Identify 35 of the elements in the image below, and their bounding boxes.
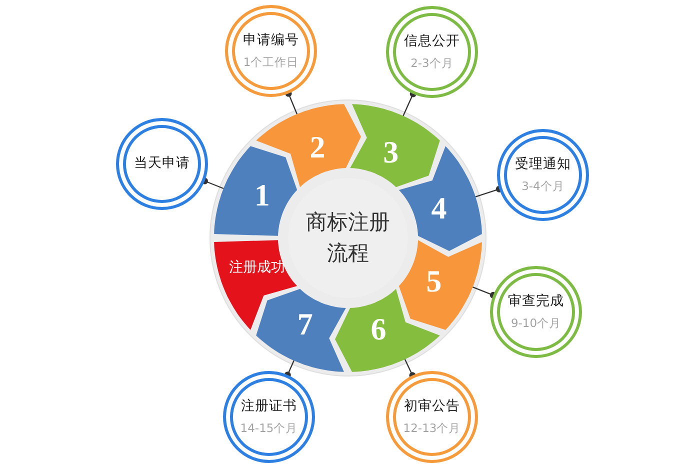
leader-line <box>475 186 502 198</box>
step-number: 6 <box>370 314 386 345</box>
leader-line <box>201 178 224 190</box>
center-title: 商标注册流程 <box>305 208 391 267</box>
step-number: 5 <box>426 265 442 296</box>
step-title: 申请编号 <box>243 32 299 50</box>
step-number: 1 <box>254 180 270 211</box>
leader-line <box>472 286 496 298</box>
segment-label: 注册成功 <box>228 260 285 277</box>
step-title: 初审公告 <box>404 398 460 416</box>
step-number: 3 <box>383 136 399 168</box>
duration-text: 12-13个月 <box>403 420 461 436</box>
duration-text: 1个工作日 <box>243 54 299 70</box>
step-title: 审查完成 <box>508 293 564 311</box>
step-title: 信息公开 <box>404 33 460 51</box>
duration-text: 3-4个月 <box>522 178 564 194</box>
duration-text: 14-15个月 <box>240 420 298 436</box>
ring-segment <box>398 146 482 251</box>
ring-segment <box>214 146 298 236</box>
step-number: 4 <box>431 192 447 224</box>
ring-segment <box>350 104 440 188</box>
leader-line <box>404 359 416 379</box>
ring-segment <box>256 288 346 372</box>
duration-text: 9-10个月 <box>510 316 562 331</box>
step-title: 当天申请 <box>134 155 190 173</box>
step-title: 受理通知 <box>515 156 571 174</box>
step-title: 注册证书 <box>241 398 297 416</box>
ring-segment <box>214 240 298 330</box>
step-number: 2 <box>310 131 326 162</box>
leader-line <box>284 360 294 378</box>
step-number: 7 <box>297 308 313 340</box>
leader-line <box>402 90 416 116</box>
ring-segment <box>398 240 482 330</box>
duration-text: 2-3个月 <box>410 56 454 71</box>
leader-line <box>285 90 298 114</box>
